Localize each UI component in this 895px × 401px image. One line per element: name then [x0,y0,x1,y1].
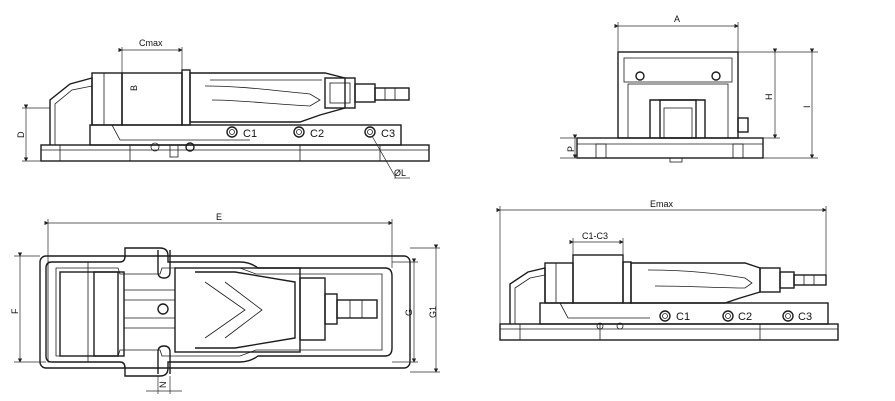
side-label-c1: C1 [243,128,257,140]
end-center-slot [649,99,706,138]
ext-base-plate [499,323,839,341]
top-label-n: N [158,382,168,389]
side-label-c2: C2 [310,128,324,140]
end-side-knob [737,117,749,133]
side-label-cmax: Cmax [139,38,163,48]
ext-label-c1-c3: C1-C3 [582,231,608,241]
ext-movable-jaw [630,262,761,304]
side-jaw-plates [121,72,183,126]
ext-port-c3 [782,310,794,322]
top-view: E F G G1 N [10,212,440,394]
top-spindle-block [299,277,326,341]
side-label-d: D [16,131,26,138]
side-label-dia-l: ØL [394,168,406,178]
side-label-b: B [129,85,139,91]
top-fixed-jaw [59,271,125,357]
ext-spindle-shaft [793,274,827,286]
extended-view: C1 C2 C3 Emax C1-C3 [496,199,839,341]
top-body-outline [45,247,393,377]
ext-fixed-jaw [544,262,574,304]
ext-label-emax: Emax [650,199,674,209]
side-spindle-block [324,77,356,109]
top-label-e: E [216,212,222,222]
end-base-plate [576,137,764,159]
end-view: A H I P [560,14,818,163]
top-label-g: G [404,309,414,316]
side-movable-jaw [189,72,346,123]
side-base-plate [40,144,430,162]
side-fixed-jaw-ramp [49,77,93,145]
ext-port-c1 [659,310,671,322]
end-body [617,51,739,139]
side-body [89,124,402,146]
end-label-i: I [802,105,812,108]
ext-spindle-block [759,267,781,293]
ext-jaw-plates [572,254,624,304]
side-fixed-jaw [91,72,123,126]
top-label-f: F [10,308,20,314]
side-view: C1 C2 C3 ØL Cmax B D [16,38,430,179]
top-v-block [195,271,296,349]
ext-label-c1: C1 [676,311,690,323]
ext-label-c3: C3 [798,311,812,323]
ext-label-c2: C2 [738,311,752,323]
side-port-c3 [364,126,376,138]
end-label-h: H [764,94,774,101]
end-label-p: P [566,146,576,152]
ext-port-c2 [722,310,734,322]
end-label-a: A [674,14,680,24]
side-port-c2 [293,126,305,138]
top-movable-jaw [174,267,301,353]
side-port-c1 [226,126,238,138]
side-spindle-shaft [374,87,410,101]
top-label-g1: G1 [428,306,438,318]
top-base-outline [39,255,411,369]
side-label-c3: C3 [381,128,395,140]
top-spindle-shaft [336,299,378,319]
